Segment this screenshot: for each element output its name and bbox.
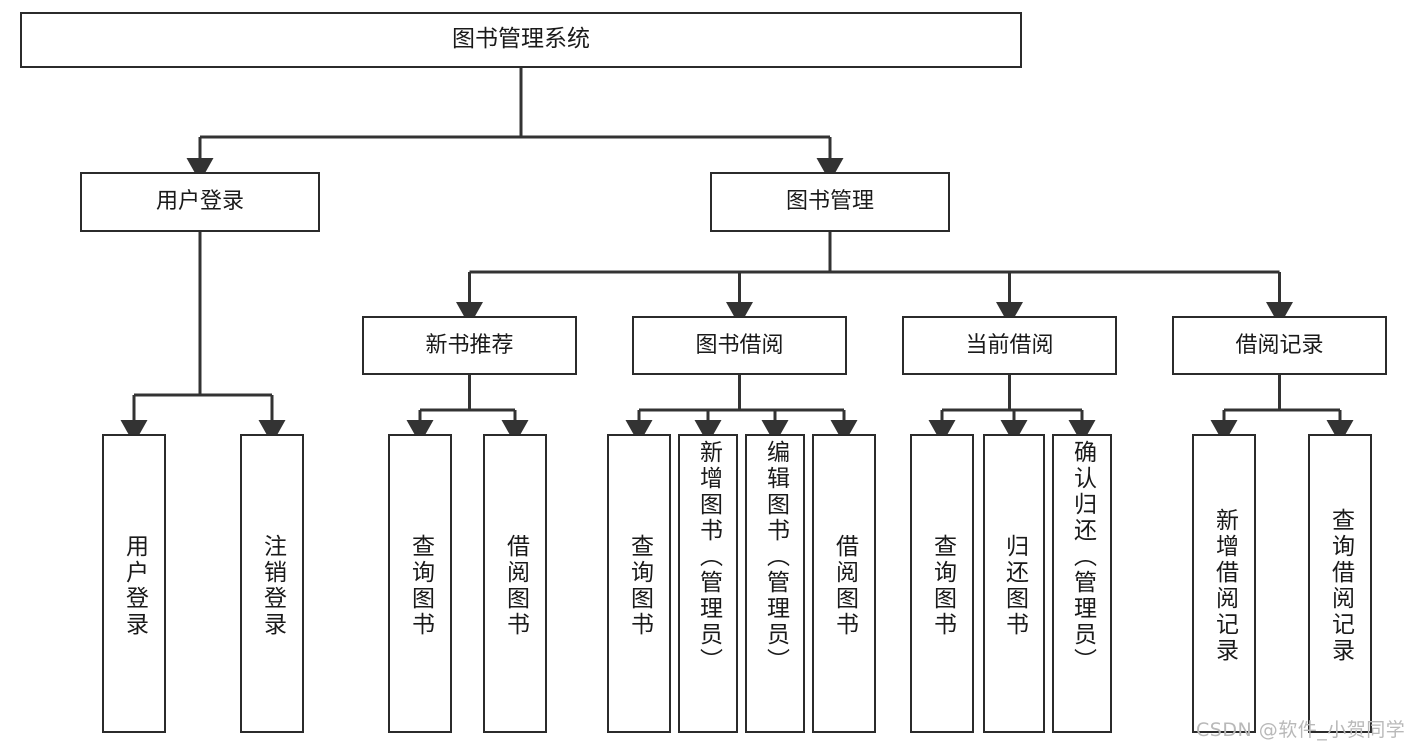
node-label: 查询借阅记录 <box>1327 507 1354 664</box>
node-label: 注销登录 <box>259 533 286 638</box>
node-new-book-recommend[interactable]: 新书推荐 <box>362 316 577 375</box>
node-book-manage[interactable]: 图书管理 <box>710 172 950 232</box>
node-leaf-cur-query-book[interactable]: 查询图书 <box>910 434 974 733</box>
node-label: 新书推荐 <box>425 332 514 358</box>
node-label: 用户登录 <box>155 189 244 215</box>
node-label: 用户登录 <box>121 533 148 638</box>
node-leaf-rec-query-record[interactable]: 查询借阅记录 <box>1308 434 1372 733</box>
node-book-borrow[interactable]: 图书借阅 <box>632 316 847 375</box>
node-label: 图书管理系统 <box>452 26 590 53</box>
node-label: 归还图书 <box>1001 533 1028 638</box>
node-label: 编辑图书（管理员） <box>762 440 789 674</box>
node-leaf-borrow-edit-book[interactable]: 编辑图书（管理员） <box>745 434 805 733</box>
node-label: 新增借阅记录 <box>1211 507 1238 664</box>
edge-group <box>120 68 1354 444</box>
node-label: 新增图书（管理员） <box>695 440 722 674</box>
node-leaf-cur-confirm-return[interactable]: 确认归还（管理员） <box>1052 434 1112 733</box>
node-current-borrow[interactable]: 当前借阅 <box>902 316 1117 375</box>
node-user-login[interactable]: 用户登录 <box>80 172 320 232</box>
node-label: 借阅图书 <box>831 533 858 638</box>
node-leaf-user-logout[interactable]: 注销登录 <box>240 434 304 733</box>
node-label: 查询图书 <box>929 533 956 638</box>
node-leaf-cur-return-book[interactable]: 归还图书 <box>983 434 1045 733</box>
watermark-text: CSDN @软件_小贺同学 <box>1196 719 1405 741</box>
node-root[interactable]: 图书管理系统 <box>20 12 1022 68</box>
node-label: 图书管理 <box>785 189 874 215</box>
node-leaf-rec-borrow-book[interactable]: 借阅图书 <box>483 434 547 733</box>
node-label: 查询图书 <box>407 533 434 638</box>
node-label: 图书借阅 <box>695 332 784 358</box>
node-leaf-borrow-query-book[interactable]: 查询图书 <box>607 434 671 733</box>
node-borrow-record[interactable]: 借阅记录 <box>1172 316 1387 375</box>
node-label: 借阅记录 <box>1235 332 1324 358</box>
node-label: 当前借阅 <box>965 332 1054 358</box>
node-label: 确认归还（管理员） <box>1069 440 1096 674</box>
node-leaf-user-login[interactable]: 用户登录 <box>102 434 166 733</box>
node-label: 查询图书 <box>626 533 653 638</box>
node-leaf-borrow-add-book[interactable]: 新增图书（管理员） <box>678 434 738 733</box>
node-leaf-rec-add-record[interactable]: 新增借阅记录 <box>1192 434 1256 733</box>
node-leaf-borrow-borrow-book[interactable]: 借阅图书 <box>812 434 876 733</box>
node-label: 借阅图书 <box>502 533 529 638</box>
node-leaf-rec-query-book[interactable]: 查询图书 <box>388 434 452 733</box>
